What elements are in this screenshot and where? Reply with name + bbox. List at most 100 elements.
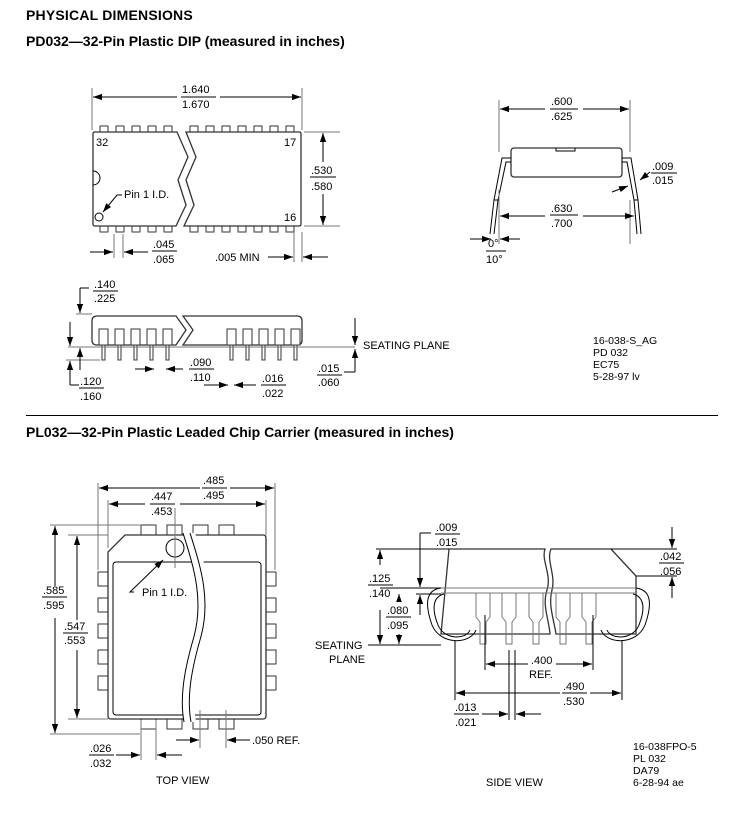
- dip-side-pin-shoulder: [130, 328, 141, 346]
- plcc-pin-span-ref: REF.: [529, 669, 553, 681]
- dip-top-view: 32 17 16 Pin 1 I.D. 1.640 1.670 .530 .58…: [90, 84, 340, 266]
- plcc-pin-width-min: .026: [90, 743, 111, 755]
- dip-pin-width-min: .045: [153, 239, 174, 251]
- dip-pin1-dot: [94, 212, 104, 222]
- plcc-body-width-max: .453: [151, 506, 172, 518]
- dip-body-right: [182, 131, 302, 227]
- plcc-chamfer-max: .056: [660, 566, 681, 578]
- plcc-pin: [97, 649, 109, 665]
- drawing-code-line: PD 032: [593, 347, 629, 359]
- dip-pin: [147, 125, 157, 133]
- plcc-pin-pitch: .050 REF.: [252, 735, 300, 747]
- plcc-pin-width-max: .032: [90, 758, 111, 770]
- dip-pin-label-17: 17: [284, 137, 296, 149]
- dip-length-max: 1.670: [182, 99, 210, 111]
- dip-pin: [189, 125, 199, 133]
- drawing-code-line: EC75: [593, 359, 620, 371]
- pd032-heading: PD032—32-Pin Plastic DIP (measured in in…: [26, 33, 345, 49]
- plcc-pin: [265, 623, 277, 639]
- dip-pin: [253, 225, 263, 233]
- dip-notch: [92, 170, 101, 186]
- dip-pin-pitch-min: .090: [190, 357, 211, 369]
- dip-pin: [115, 125, 125, 133]
- plcc-body-outline: [107, 534, 267, 720]
- dip-pin: [269, 125, 279, 133]
- dip-side-pin-shoulder: [226, 328, 237, 346]
- plcc-pin-span: .400: [531, 655, 552, 667]
- dip-pin: [163, 125, 173, 133]
- dip-pin: [99, 225, 109, 233]
- drawing-code-line: DA79: [633, 765, 660, 777]
- dip-body-left: [92, 131, 189, 227]
- dip-top-pins: [99, 125, 295, 233]
- plcc-lead-height-max: .095: [387, 620, 408, 632]
- plcc-side-body-right: [548, 548, 637, 635]
- dip-pin: [237, 225, 247, 233]
- plcc-lead-width-max: .021: [455, 717, 476, 729]
- plcc-side-body-left: [440, 548, 551, 635]
- plcc-side-view-caption: SIDE VIEW: [486, 777, 543, 789]
- plcc-chamfer-min: .042: [660, 551, 681, 563]
- dip-end-lead-left: [493, 157, 511, 201]
- dip-side-pins: [98, 328, 301, 361]
- plcc-side-pin: [581, 593, 597, 645]
- plcc-body-length-min: .547: [64, 621, 85, 633]
- dip-pin: [205, 125, 215, 133]
- dip-lead-thickness-max: .015: [652, 175, 673, 187]
- dip-lead-angle-max: 10°: [486, 254, 503, 266]
- plcc-outer-width-min: .485: [203, 475, 224, 487]
- dip-side-pin-shoulder: [114, 328, 125, 346]
- plcc-side-pin: [501, 593, 517, 645]
- dip-pin: [237, 125, 247, 133]
- dip-end-clearance: .005 MIN: [215, 252, 260, 264]
- dip-pin: [115, 225, 125, 233]
- dip-body-height-max: .225: [94, 293, 115, 305]
- dip-length-min: 1.640: [182, 84, 210, 96]
- dip-pin: [99, 125, 109, 133]
- dip-pin1-leader: [102, 194, 122, 213]
- dip-side-pin-shoulder: [146, 328, 157, 346]
- dip-side-pin-lead: [261, 344, 266, 361]
- dip-pin: [189, 225, 199, 233]
- plcc-pin: [192, 524, 209, 536]
- dip-end-width-min: .600: [551, 96, 572, 108]
- dip-standoff-min: .015: [318, 363, 339, 375]
- dip-pin: [269, 225, 279, 233]
- dip-side-pin-lead: [149, 344, 154, 361]
- plcc-seating-plane-line1: SEATING: [315, 640, 362, 652]
- pl032-heading: PL032—32-Pin Plastic Leaded Chip Carrier…: [26, 424, 454, 440]
- dip-width-max: .580: [311, 181, 332, 193]
- dip-side-pin-lead: [229, 344, 234, 361]
- plcc-pin: [265, 675, 277, 691]
- dip-end-lead-right: [622, 157, 639, 201]
- plcc-pin: [97, 597, 109, 613]
- dip-lead-length-min: .120: [80, 376, 101, 388]
- plcc-pin: [97, 675, 109, 691]
- plcc-lead-span-min: .490: [563, 681, 584, 693]
- section-divider: [26, 415, 718, 416]
- dip-side-pin-lead: [293, 344, 298, 361]
- dip-pin-label-32: 32: [96, 137, 108, 149]
- plcc-seating-plane-line2: PLANE: [329, 654, 365, 666]
- plcc-outer-length-max: .595: [43, 600, 64, 612]
- drawing-code-line: 5-28-97 lv: [593, 371, 640, 383]
- dip-pin-label-16: 16: [284, 212, 296, 224]
- dip-side-pin-shoulder: [162, 328, 173, 346]
- plcc-pin1-leader: [128, 559, 164, 593]
- dip-pin-width-max: .065: [153, 254, 174, 266]
- dip-pin: [253, 125, 263, 133]
- dip-standoff-max: .060: [318, 377, 339, 389]
- dip-pin: [221, 125, 231, 133]
- dip-body-height-min: .140: [94, 279, 115, 291]
- plcc-lead-span-max: .530: [563, 696, 584, 708]
- drawing-code-line: PL 032: [633, 753, 666, 765]
- drawing-code-line: 16-038-S_AG: [593, 335, 658, 347]
- plcc-side-lead-right: [600, 587, 650, 642]
- dip-pin-pitch-max: .110: [190, 372, 211, 384]
- dip-end-width-max: .625: [551, 111, 572, 123]
- plcc-top-offset-max: .015: [436, 537, 457, 549]
- dip-side-pin-shoulder: [274, 328, 285, 346]
- plcc-side-pin: [555, 593, 571, 645]
- dip-lead-span-min: .630: [551, 203, 572, 215]
